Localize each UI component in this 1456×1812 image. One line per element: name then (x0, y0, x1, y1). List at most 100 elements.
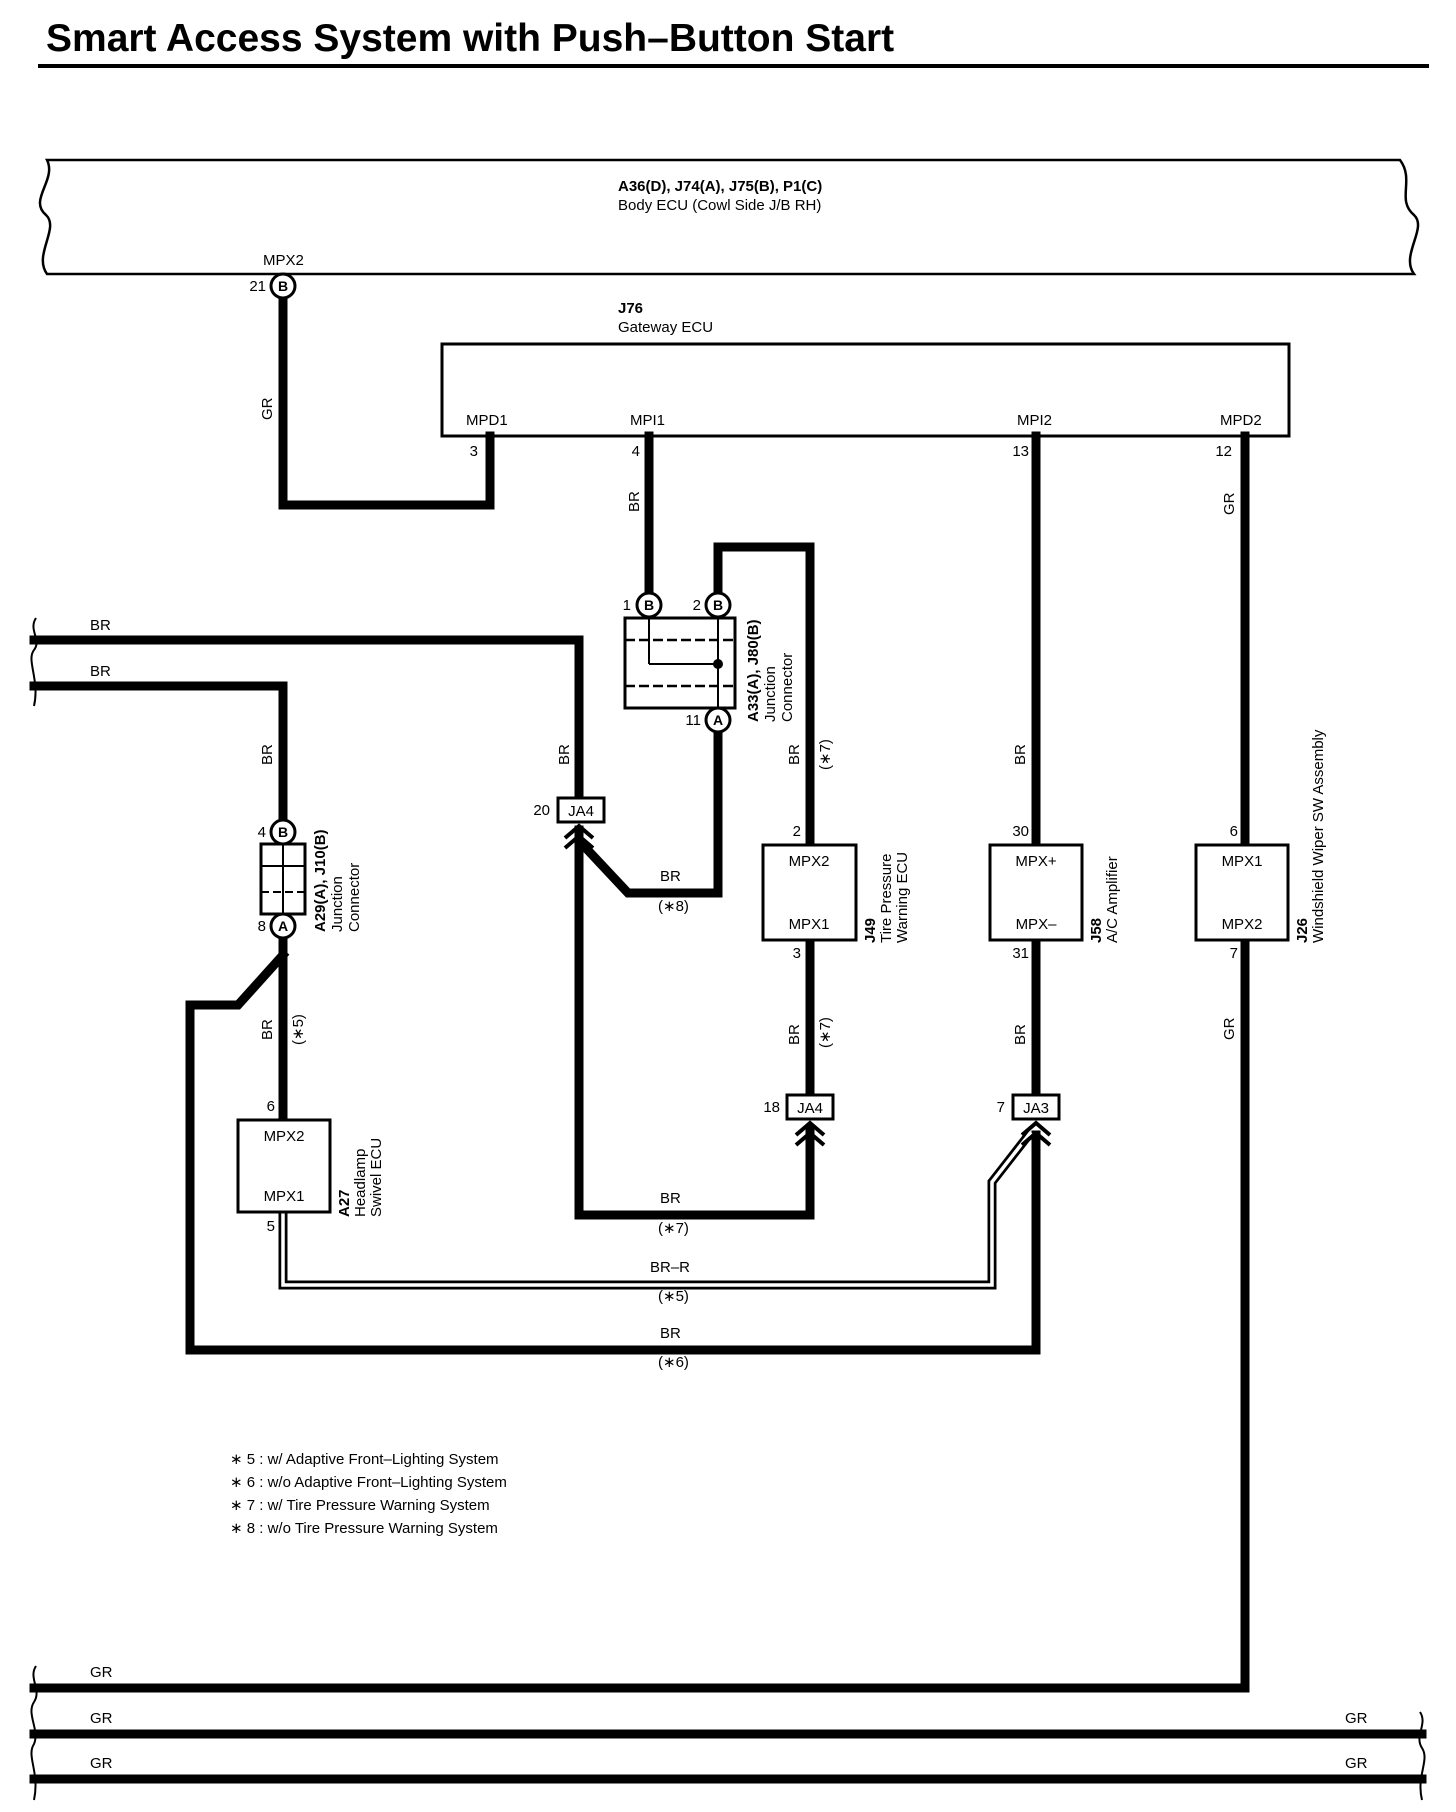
note-7: ∗ 7 : w/ Tire Pressure Warning System (230, 1497, 490, 1514)
wire-label-brr: BR–R (650, 1259, 690, 1276)
headlamp-ecu-box (236, 1118, 332, 1214)
wire-label-br-left-2: BR (90, 663, 111, 680)
pin-2-number: 2 (693, 597, 701, 614)
headlamp-line2: Swivel ECU (368, 1138, 385, 1217)
wire-mpx2-mpd1 (278, 291, 495, 510)
wire-label-gr-bus-2-right: GR (1345, 1710, 1368, 1727)
wire-br-left-a29 (29, 681, 288, 835)
ja3-pin: 7 (997, 1099, 1005, 1116)
wire-variant-5-a: (∗5) (290, 1014, 307, 1045)
ja4-lower-label: JA4 (797, 1100, 823, 1117)
ja4-lower-pin: 18 (763, 1099, 780, 1116)
ac-amp-pin-30: 30 (1012, 823, 1029, 840)
pin-21-circle (269, 272, 297, 300)
gateway-pin-mpi1: MPI1 (630, 412, 665, 429)
wire-label-br-ac-bottom: BR (1012, 1024, 1029, 1045)
ja3-connector (1011, 1093, 1061, 1147)
junction-a29-line1: Junction (329, 876, 346, 932)
junction-a33-code: A33(A), J80(B) (745, 619, 762, 722)
body-ecu-connectors: A36(D), J74(A), J75(B), P1(C) (618, 178, 822, 195)
note-8: ∗ 8 : w/o Tire Pressure Warning System (230, 1520, 498, 1537)
gateway-pin-mpd2: MPD2 (1220, 412, 1262, 429)
ac-amp-code: J58 (1088, 918, 1105, 943)
pin-4-conn: B (278, 824, 288, 840)
wire-label-br-tire-top: BR (786, 744, 803, 765)
ja4-lower-connector (785, 1093, 835, 1147)
gateway-pin-number-13: 13 (1012, 443, 1029, 460)
wire-br-left-ja4 (29, 635, 584, 810)
gateway-name: Gateway ECU (618, 319, 713, 336)
wire-break-right (1418, 1711, 1426, 1801)
wire-label-gr-bus-2-left: GR (90, 1710, 113, 1727)
pin-8-number: 8 (258, 918, 266, 935)
wire-variant-5-b: (∗5) (658, 1288, 689, 1305)
junction-a33-line2: Connector (779, 653, 796, 722)
wiper-pin-7: 7 (1230, 945, 1238, 962)
pin-8-conn: A (278, 918, 288, 934)
ac-amp-top-pin: MPX+ (1015, 853, 1057, 870)
headlamp-bottom-pin: MPX1 (264, 1188, 305, 1205)
tire-ecu-top-pin: MPX2 (789, 853, 830, 870)
wire-label-br-v6: BR (660, 1325, 681, 1342)
wire-label-br-loop: BR (660, 1190, 681, 1207)
note-6: ∗ 6 : w/o Adaptive Front–Lighting System (230, 1474, 507, 1491)
junction-connector-a29 (259, 842, 307, 916)
ac-amp-bottom-pin: MPX– (1016, 916, 1058, 933)
body-ecu-name: Body ECU (Cowl Side J/B RH) (618, 197, 821, 214)
wire-label-br-a29-top: BR (259, 744, 276, 765)
wire-wiper-gr-bus (29, 935, 1250, 1693)
wire-headlamp-ja3-brr (278, 1129, 1035, 1290)
ja4-upper-pin: 20 (533, 802, 550, 819)
title-rule (38, 64, 1429, 68)
ac-amp-name: A/C Amplifier (1104, 856, 1121, 943)
pin-11-conn: A (713, 712, 723, 728)
gateway-pin-number-12: 12 (1215, 443, 1232, 460)
tire-ecu-pin-3: 3 (793, 945, 801, 962)
wire-label-gr-mpd2: GR (1221, 492, 1238, 515)
junction-connector-a33 (623, 616, 737, 710)
ja4-upper-label: JA4 (568, 803, 594, 820)
wire-label-br-ja4-upper: BR (556, 744, 573, 765)
wire-label-gr-wiper: GR (1221, 1017, 1238, 1040)
pin-2-conn: B (713, 597, 723, 613)
pin-11-number: 11 (685, 712, 701, 729)
gateway-pin-mpi2: MPI2 (1017, 412, 1052, 429)
junction-a29-line2: Connector (346, 863, 363, 932)
pin-4-circle (269, 818, 297, 846)
wiper-pin-6: 6 (1230, 823, 1238, 840)
tire-ecu-box (761, 843, 858, 942)
pin-11-circle (704, 706, 732, 734)
wire-variant-7-a: (∗7) (817, 739, 834, 770)
wiper-code: J26 (1294, 918, 1311, 943)
ja3-label: JA3 (1023, 1100, 1049, 1117)
gateway-pin-mpd1: MPD1 (466, 412, 508, 429)
wire-variant-8: (∗8) (658, 898, 689, 915)
wire-label-gr-bus-3-right: GR (1345, 1755, 1368, 1772)
pin-1-circle (635, 591, 663, 619)
junction-a29-code: A29(A), J10(B) (312, 829, 329, 932)
gateway-pin-number-4: 4 (632, 443, 640, 460)
tire-ecu-bottom-pin: MPX1 (789, 916, 830, 933)
junction-a33-line1: Junction (762, 666, 779, 722)
wire-break-left (30, 617, 38, 1801)
tire-ecu-pin-2: 2 (793, 823, 801, 840)
wire-label-gr-bus-1: GR (90, 1664, 113, 1681)
headlamp-code: A27 (336, 1189, 353, 1217)
wire-label-gr-1: GR (259, 397, 276, 420)
tire-ecu-code: J49 (862, 918, 879, 943)
wire-label-br-ac-top: BR (1012, 744, 1029, 765)
note-5: ∗ 5 : w/ Adaptive Front–Lighting System (230, 1451, 499, 1468)
wire-label-br-v8: BR (660, 868, 681, 885)
headlamp-pin-5: 5 (267, 1218, 275, 1235)
wiper-box (1194, 843, 1290, 942)
headlamp-top-pin: MPX2 (264, 1128, 305, 1145)
wire-label-br-mpi1: BR (626, 491, 643, 512)
wiper-name: Windshield Wiper SW Assembly (1310, 729, 1327, 943)
pin-21-number: 21 (249, 278, 266, 295)
tire-ecu-line1: Tire Pressure (878, 854, 895, 943)
pin-1-conn: B (644, 597, 654, 613)
gateway-pin-number-3: 3 (470, 443, 478, 460)
wire-a29-ja3-v6 (185, 948, 1041, 1355)
wire-label-br-headlamp: BR (259, 1019, 276, 1040)
wire-ja4-loop-v7 (574, 825, 815, 1220)
